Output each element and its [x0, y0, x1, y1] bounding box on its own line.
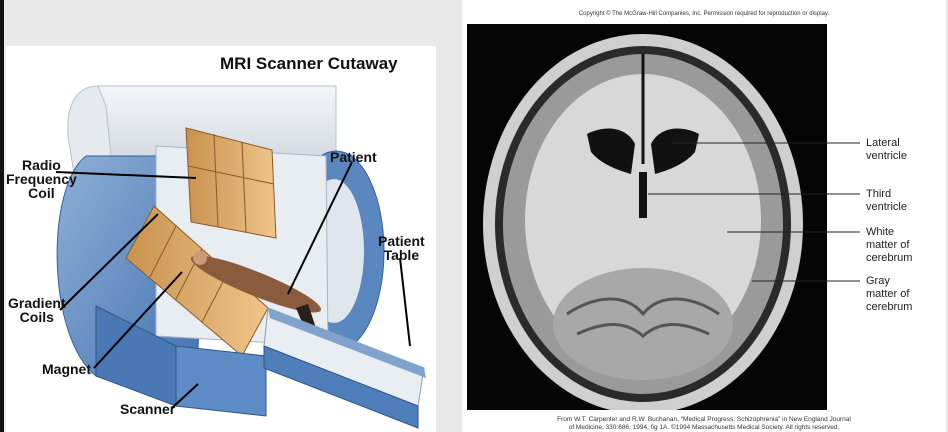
brain-mri-panel: Copyright © The McGraw-Hill Companies, I… — [462, 0, 946, 432]
frame-edge — [0, 0, 4, 432]
mri-title: MRI Scanner Cutaway — [220, 54, 398, 74]
label-gradient-coils: Gradient Coils — [8, 296, 66, 324]
label-patient-table: Patient Table — [378, 234, 425, 262]
label-third-ventricle: Third ventricle — [866, 188, 907, 214]
brain-leader-lines — [462, 0, 946, 432]
mri-cutaway-panel: MRI Scanner Cutaway Radio Frequency Coil… — [6, 46, 436, 432]
label-magnet: Magnet — [42, 362, 91, 376]
label-gray-matter: Gray matter of cerebrum — [866, 275, 912, 314]
label-white-matter: White matter of cerebrum — [866, 226, 912, 265]
label-lateral-ventricle: Lateral ventricle — [866, 137, 907, 163]
figure-credit: From W.T. Carpenter and R.W. Buchanan, "… — [462, 416, 946, 432]
label-scanner: Scanner — [120, 402, 175, 416]
label-patient: Patient — [330, 150, 377, 164]
label-radio-frequency-coil: Radio Frequency Coil — [6, 158, 77, 200]
